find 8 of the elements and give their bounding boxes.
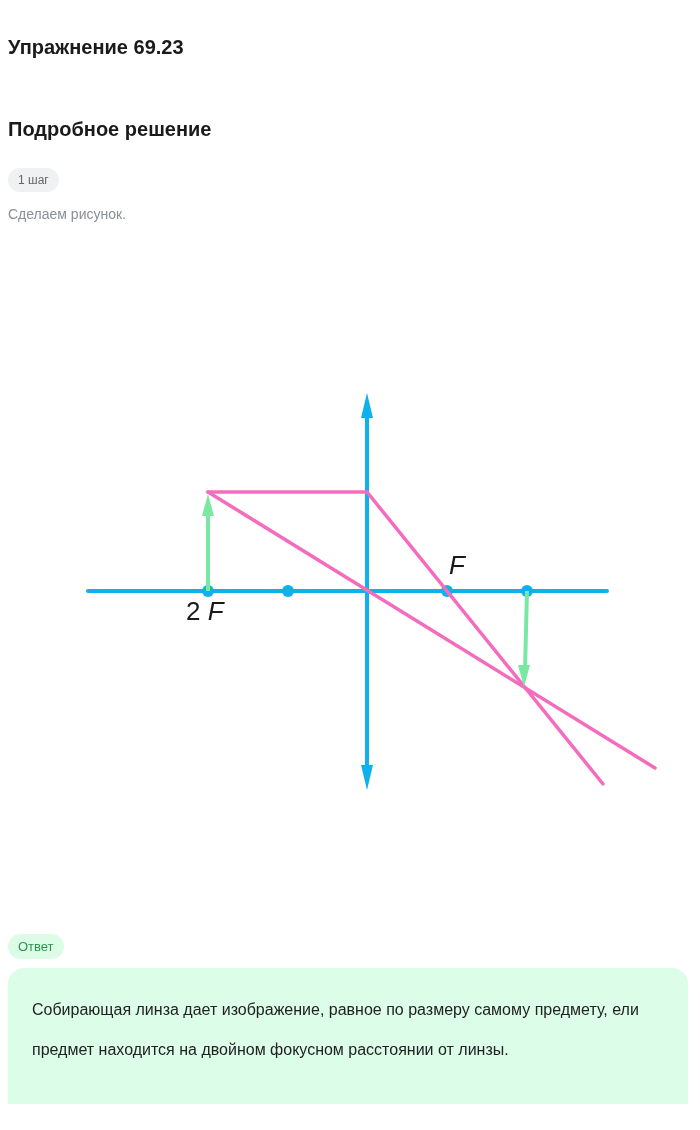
double-focus-label: 2 F <box>186 596 224 627</box>
answer-card: Собирающая линза дает изображение, равное по размеру самому предмету, ели предмет находится на двойном фокусном расстоянии от линзы. <box>8 968 688 1104</box>
heading: Упражнение 69.23 <box>8 36 184 59</box>
answer-badge: Ответ <box>8 934 64 959</box>
section-heading: Подробное решение <box>8 118 212 141</box>
step-badge: 1 шаг <box>8 168 59 192</box>
focus-label: F <box>449 550 465 581</box>
step-text: Сделаем рисунок. <box>8 206 126 222</box>
